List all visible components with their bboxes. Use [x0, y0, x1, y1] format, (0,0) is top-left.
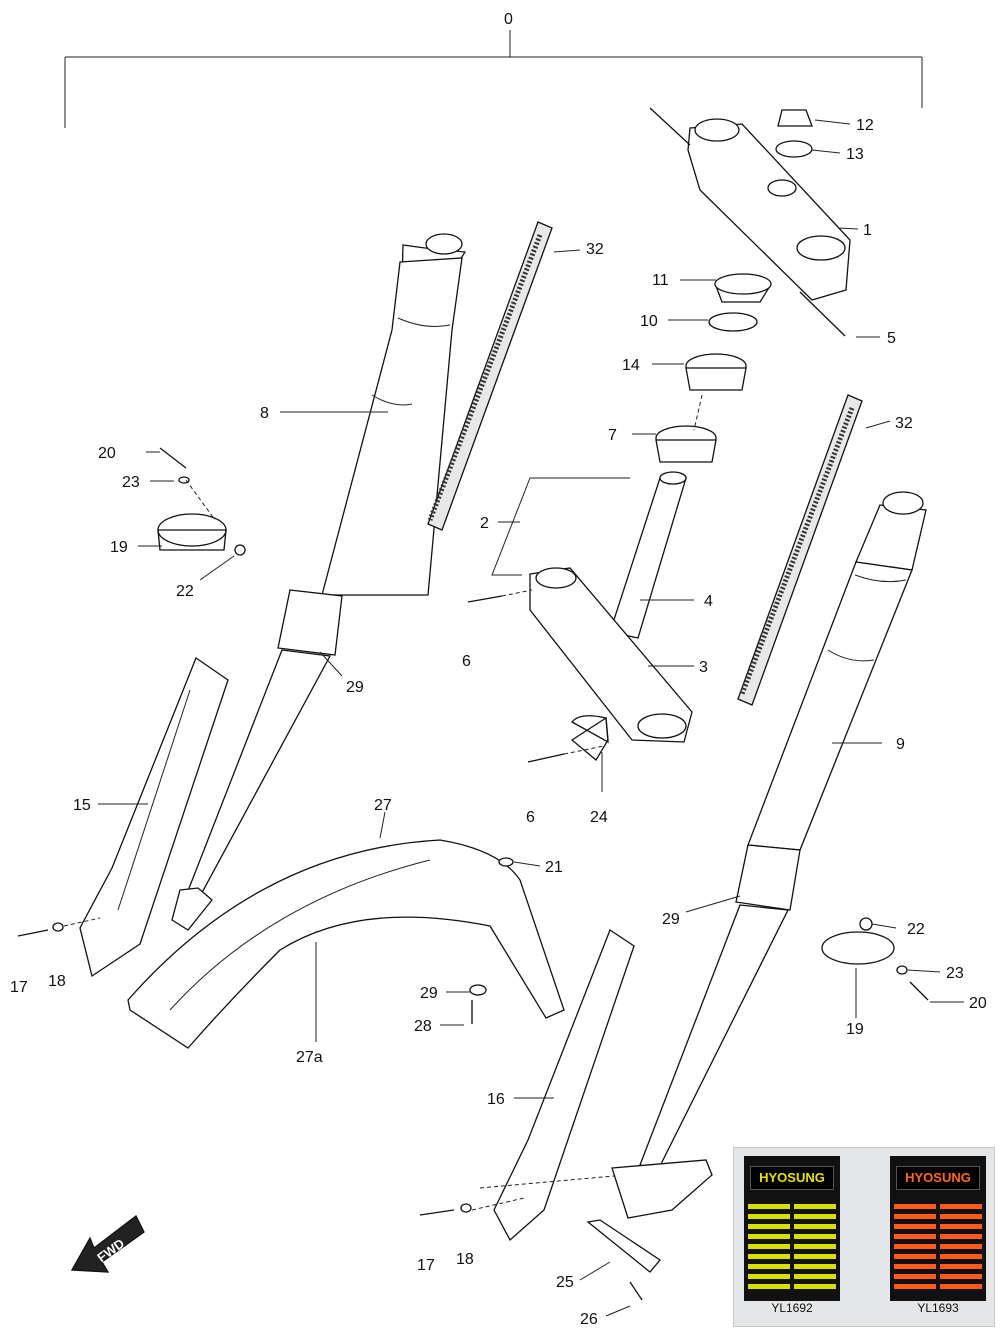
- assembly-bracket: [64, 30, 923, 128]
- decal-orange-brand: HYOSUNG: [896, 1166, 980, 1190]
- decal-orange-code: YL1693: [917, 1301, 959, 1315]
- right-clamp: [821, 931, 895, 965]
- callout-27a: 27a: [296, 1049, 323, 1066]
- callout-32-left: 32: [586, 241, 604, 258]
- callout-6-lower: 6: [526, 809, 535, 826]
- callout-15: 15: [73, 797, 91, 814]
- callout-23-left: 23: [122, 474, 140, 491]
- fork-spring-left: [427, 221, 553, 531]
- callout-0: 0: [504, 11, 513, 28]
- upper-bracket: [649, 107, 851, 337]
- callout-2: 2: [480, 515, 489, 532]
- callout-6-upper: 6: [462, 653, 471, 670]
- callout-24: 24: [590, 809, 608, 826]
- callout-3: 3: [699, 659, 708, 676]
- callout-32-right: 32: [895, 415, 913, 432]
- hardware: [17, 447, 929, 1301]
- left-clamp: [157, 513, 227, 551]
- callout-29-right: 29: [662, 911, 680, 928]
- left-fork-tube: [171, 233, 467, 931]
- callout-4: 4: [704, 593, 713, 610]
- fwd-arrow: FWD: [70, 1215, 145, 1273]
- callout-labels: 0 1 2 3 4 5 6 6 7 8 9 10 11 12 13 14 15 …: [10, 11, 987, 1328]
- callout-1: 1: [863, 222, 872, 239]
- callout-10: 10: [640, 313, 658, 330]
- callout-14: 14: [622, 357, 640, 374]
- bearing-stack: [655, 273, 772, 463]
- right-fork-tube: [611, 491, 927, 1219]
- callout-19-right: 19: [846, 1021, 864, 1038]
- callout-18-left: 18: [48, 973, 66, 990]
- decal-inset: HYOSUNG YL1692 HYOSUNG: [733, 1147, 995, 1327]
- decal-yellow-code: YL1692: [771, 1301, 813, 1315]
- callout-28: 28: [414, 1018, 432, 1035]
- left-fork-cover: [79, 657, 229, 978]
- right-fork-cover: [493, 929, 635, 1242]
- dashed-leaders: [63, 394, 703, 1211]
- callout-5: 5: [887, 330, 896, 347]
- callout-17-right: 17: [417, 1257, 435, 1274]
- callout-21: 21: [545, 859, 563, 876]
- callout-11: 11: [652, 272, 669, 289]
- front-fender: [127, 839, 565, 1049]
- callout-8: 8: [260, 405, 269, 422]
- callout-26: 26: [580, 1311, 598, 1328]
- fork-spring-right: [737, 394, 863, 706]
- steering-stem: [609, 471, 687, 639]
- decal-yellow: HYOSUNG: [744, 1156, 840, 1301]
- callout-22-right: 22: [907, 921, 925, 938]
- callout-12: 12: [856, 117, 874, 134]
- callout-29-left: 29: [346, 679, 364, 696]
- callout-23-right: 23: [946, 965, 964, 982]
- callout-13: 13: [846, 146, 864, 163]
- callout-20-right: 20: [969, 995, 987, 1012]
- leader-lines: [98, 119, 964, 1317]
- callout-18-right: 18: [456, 1251, 474, 1268]
- decal-yellow-brand: HYOSUNG: [750, 1166, 834, 1190]
- callout-25: 25: [556, 1274, 574, 1291]
- callout-20-left: 20: [98, 445, 116, 462]
- decal-orange: HYOSUNG: [890, 1156, 986, 1301]
- callout-9: 9: [896, 736, 905, 753]
- lower-bracket: [529, 567, 693, 761]
- decal-yellow-stripes: [748, 1204, 836, 1289]
- callout-17-left: 17: [10, 979, 28, 996]
- callout-29-fender: 29: [420, 985, 438, 1002]
- decal-orange-stripes: [894, 1204, 982, 1289]
- callout-22-left: 22: [176, 583, 194, 600]
- callout-7: 7: [608, 427, 617, 444]
- callout-27: 27: [374, 797, 392, 814]
- callout-16: 16: [487, 1091, 505, 1108]
- callout-19-left: 19: [110, 539, 128, 556]
